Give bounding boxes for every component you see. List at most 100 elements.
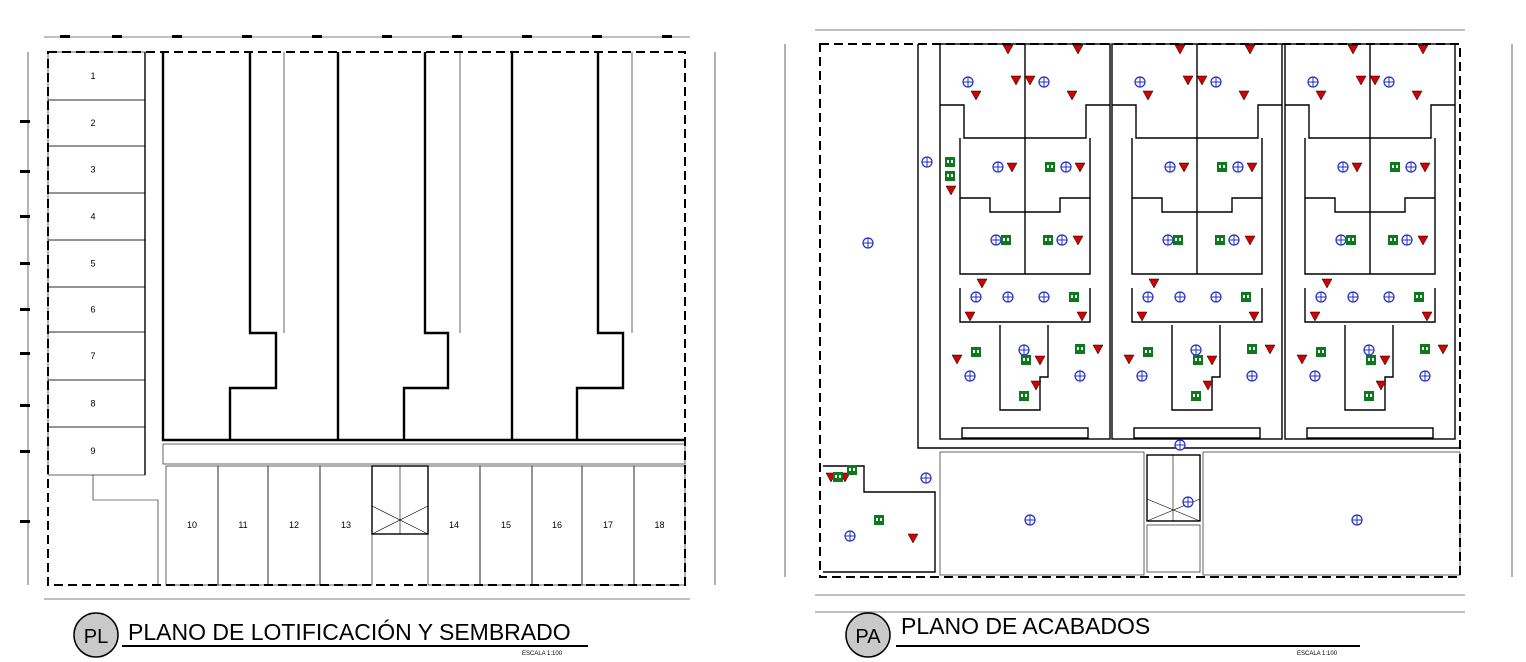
lot-number: 10: [187, 520, 197, 530]
lot-number: 16: [552, 520, 562, 530]
dimension-tag: [20, 170, 30, 173]
plan-badge-label: PA: [855, 626, 881, 648]
floor-finish-triangle-icon: [1244, 235, 1256, 246]
plan-scale: ESCALA 1:100: [522, 651, 563, 657]
lot-number: 12: [289, 520, 299, 530]
dimension-tag: [60, 35, 70, 38]
lot-number: 8: [90, 399, 95, 409]
dimension-tag: [20, 352, 30, 355]
floor-finish-triangle-icon: [1355, 75, 1367, 86]
floor-finish-triangle-icon: [1248, 311, 1260, 322]
floor-finish-triangle-icon: [1246, 162, 1258, 173]
ceiling-finish-square-icon: [1001, 235, 1011, 245]
floor-finish-triangle-icon: [1030, 380, 1042, 391]
floor-finish-triangle-icon: [976, 278, 988, 289]
plan-badge-label: PL: [84, 626, 108, 648]
ceiling-finish-square-icon: [1420, 344, 1430, 354]
floor-finish-triangle-icon: [1419, 162, 1431, 173]
ceiling-finish-square-icon: [1045, 162, 1055, 172]
dimension-tag: [592, 35, 602, 38]
floor-finish-triangle-icon: [1072, 44, 1084, 55]
dimension-tag: [20, 520, 30, 523]
floor-finish-triangle-icon: [1321, 278, 1333, 289]
ceiling-finish-square-icon: [1241, 292, 1251, 302]
floor-finish-triangle-icon: [1182, 75, 1194, 86]
dimension-tag: [20, 308, 30, 311]
dimension-tag: [20, 262, 30, 265]
finishes-plan: PA PLANO DE ACABADOS ESCALA 1:100: [784, 29, 1513, 658]
ceiling-finish-square-icon: [1143, 347, 1153, 357]
ceiling-finish-square-icon: [1043, 235, 1053, 245]
floor-finish-triangle-icon: [907, 533, 919, 544]
floor-finish-triangle-icon: [1092, 344, 1104, 355]
floor-finish-triangle-icon: [1296, 354, 1308, 365]
ceiling-finish-square-icon: [1388, 235, 1398, 245]
dimension-tag: [172, 35, 182, 38]
ceiling-finish-square-icon: [1346, 235, 1356, 245]
floor-finish-triangle-icon: [1074, 162, 1086, 173]
floor-finish-triangle-icon: [1002, 44, 1014, 55]
lot-cell: [47, 379, 146, 428]
office: [823, 465, 936, 573]
lot-number: 13: [341, 520, 351, 530]
lot-number: 5: [90, 259, 95, 269]
lot-cell: [47, 99, 146, 147]
lot-number: 11: [238, 520, 247, 530]
lot-cell: [47, 192, 146, 241]
ceiling-finish-square-icon: [833, 472, 843, 482]
dimension-tag: [312, 35, 322, 38]
ceiling-finish-square-icon: [1247, 344, 1257, 354]
floor-finish-triangle-icon: [970, 90, 982, 101]
plan-title: PLANO DE LOTIFICACIÓN Y SEMBRADO: [128, 619, 571, 645]
ceiling-finish-square-icon: [971, 347, 981, 357]
housing-unit: [1111, 43, 1283, 440]
floor-finish-triangle-icon: [1309, 311, 1321, 322]
ceiling-finish-square-icon: [1364, 391, 1374, 401]
site-boundary: [819, 43, 1461, 578]
floor-finish-triangle-icon: [1411, 90, 1423, 101]
finish-symbols: [825, 44, 1449, 544]
lot-number: 2: [90, 118, 95, 128]
housing-unit: [1284, 43, 1456, 440]
housing-unit: [939, 43, 1111, 440]
ceiling-finish-square-icon: [1021, 355, 1031, 365]
ceiling-finish-square-icon: [1414, 292, 1424, 302]
floor-finish-triangle-icon: [1123, 354, 1135, 365]
stair: [371, 465, 429, 535]
floor-finish-triangle-icon: [1024, 75, 1036, 86]
lot-number: 15: [501, 520, 511, 530]
lot-number: 18: [654, 520, 664, 530]
floor-finish-triangle-icon: [1034, 355, 1046, 366]
floor-finish-triangle-icon: [1202, 380, 1214, 391]
site-boundary: [47, 51, 686, 586]
floor-finish-triangle-icon: [1136, 311, 1148, 322]
ceiling-finish-square-icon: [1191, 391, 1201, 401]
floor-finish-triangle-icon: [1421, 311, 1433, 322]
dimension-tag: [112, 35, 122, 38]
floor-finish-triangle-icon: [951, 354, 963, 365]
floor-finish-triangle-icon: [1238, 90, 1250, 101]
floor-finish-triangle-icon: [1417, 44, 1429, 55]
floor-finish-triangle-icon: [1142, 90, 1154, 101]
floor-finish-triangle-icon: [1375, 380, 1387, 391]
lot-dividers: [228, 52, 633, 440]
dimension-tag: [20, 215, 30, 218]
floor-finish-triangle-icon: [1244, 44, 1256, 55]
ceiling-finish-square-icon: [1173, 235, 1183, 245]
ceiling-finish-square-icon: [1215, 235, 1225, 245]
lot-cell: [633, 465, 686, 586]
ceiling-finish-square-icon: [847, 465, 857, 475]
lot-number: 7: [90, 351, 95, 361]
dimension-tag: [662, 35, 672, 38]
ceiling-finish-square-icon: [1366, 355, 1376, 365]
ceiling-finish-square-icon: [1069, 292, 1079, 302]
dimension-tag: [242, 35, 252, 38]
floor-finish-triangle-icon: [1174, 44, 1186, 55]
lot-cell: [47, 51, 146, 101]
lower-left-area: [92, 475, 159, 585]
plan-badge: [845, 612, 891, 658]
floor-finish-triangle-icon: [1178, 162, 1190, 173]
plan-badge: [73, 612, 119, 658]
